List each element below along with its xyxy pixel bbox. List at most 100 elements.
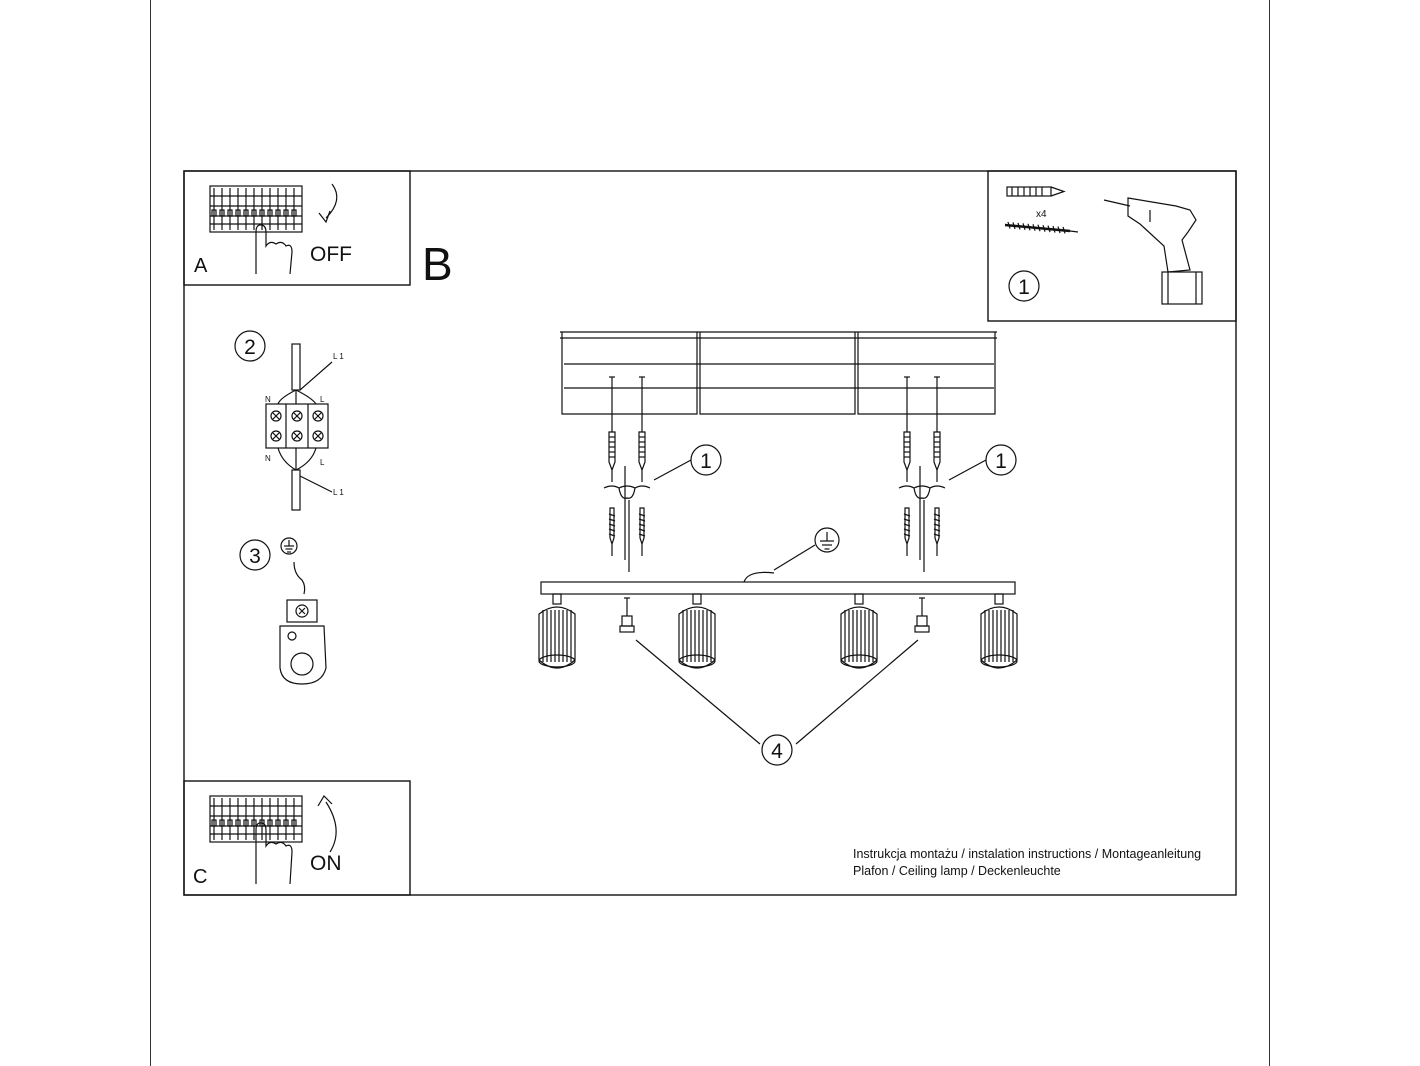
step-number-ground: 3	[249, 545, 261, 568]
spotlight-body	[840, 606, 878, 669]
screw-thread	[1027, 223, 1031, 231]
step-number-tools: 1	[1018, 276, 1030, 299]
spotlight	[840, 593, 878, 669]
breaker-toggle	[291, 819, 297, 827]
terminal-screw	[291, 430, 303, 442]
hand-icon-c	[255, 822, 293, 885]
terminal-screw-slot	[293, 412, 301, 420]
spotlight-lens	[538, 654, 576, 668]
spotlight-body	[678, 606, 716, 669]
spotlight	[538, 593, 576, 669]
terminal-block	[265, 403, 329, 449]
terminal-screw	[270, 410, 282, 422]
step-badge-wiring	[234, 330, 266, 362]
spotlight-body	[980, 606, 1018, 669]
screw-thread	[608, 523, 616, 527]
tools-panel-frame	[987, 170, 1237, 322]
page-margin-right	[1269, 0, 1270, 1066]
breaker-toggle	[219, 209, 225, 217]
screw-thread	[903, 523, 911, 527]
screw-thread	[1032, 224, 1036, 231]
screw-thread	[1057, 226, 1061, 234]
label-n-bottom: N	[265, 454, 271, 463]
breaker-toggle	[235, 209, 241, 217]
breaker-toggle	[235, 819, 241, 827]
spotlight-joint	[692, 593, 702, 605]
breaker-toggle	[283, 209, 289, 217]
terminal-screw-slot	[293, 432, 301, 440]
on-label: ON	[310, 852, 342, 875]
page-margin-left	[150, 0, 151, 1066]
wiring-diagram: 2 L 1 N L N L L 1	[234, 330, 344, 511]
bar-screw-head	[916, 615, 928, 627]
step-number-left: 1	[700, 450, 712, 473]
terminal-screw	[270, 430, 282, 442]
panel-b-letter: B	[422, 238, 453, 290]
terminal-screw-slot	[314, 432, 322, 440]
screw-thread	[1012, 222, 1016, 230]
spotlight	[678, 593, 716, 669]
label-l-top: L	[320, 395, 325, 404]
step-number-bottom: 4	[771, 740, 783, 763]
label-n-top: N	[265, 395, 271, 404]
wall-plug-icon	[1006, 186, 1066, 197]
screw-thread	[933, 528, 941, 532]
screw-thread	[638, 533, 646, 537]
ground-terminal-icon	[279, 599, 327, 685]
spotlight-body	[538, 606, 576, 669]
label-l1-bottom: L 1	[333, 488, 344, 497]
mounting-bracket	[603, 485, 651, 499]
caption-line-1: Instrukcja montażu / instalation instruc…	[853, 847, 1202, 861]
assembly-diagram: 1 1 4	[538, 331, 1018, 766]
panel-c: C ON	[183, 780, 411, 896]
spotlight-joint	[854, 593, 864, 605]
step-badge-ground	[239, 539, 271, 571]
mounting-screw	[609, 507, 615, 546]
ceiling-section	[560, 331, 997, 415]
terminal-screw-slot	[272, 432, 280, 440]
ground-connection: 3	[239, 537, 327, 685]
breaker-toggle	[243, 819, 249, 827]
off-label: OFF	[310, 243, 352, 266]
terminal-screw-slot	[272, 412, 280, 420]
spotlight-joint	[552, 593, 562, 605]
ground-symbol-icon	[280, 537, 298, 555]
label-l1-top: L 1	[333, 352, 344, 361]
breaker-box-icon	[209, 185, 303, 233]
bracket-top	[913, 485, 931, 489]
lamp-bar	[540, 581, 1016, 595]
wall-plug	[638, 431, 646, 472]
breaker-toggle	[243, 209, 249, 217]
mounting-bracket	[898, 485, 946, 499]
screw-thread	[638, 518, 646, 522]
step-number-right: 1	[995, 450, 1007, 473]
quantity-label: x4	[1036, 209, 1047, 220]
mounting-screw	[639, 507, 645, 546]
mounting-screw	[904, 507, 910, 546]
breaker-toggle	[291, 209, 297, 217]
ground-symbol-bar-icon	[814, 527, 840, 553]
screw-thread	[903, 518, 911, 522]
breaker-toggle	[283, 819, 289, 827]
screw-thread	[608, 528, 616, 532]
screw-thread	[608, 533, 616, 537]
arrow-down-icon	[325, 183, 338, 219]
breaker-toggle	[251, 209, 257, 217]
spotlight	[980, 593, 1018, 669]
panel-a: A OFF	[183, 170, 411, 286]
screw-thread	[1042, 224, 1046, 232]
screw-thread	[903, 533, 911, 537]
screw-thread	[1037, 224, 1041, 232]
spotlight-joint	[994, 593, 1004, 605]
bar-screw-cap	[914, 625, 930, 633]
panel-a-letter: A	[194, 255, 208, 277]
screw-thread	[638, 523, 646, 527]
terminal-screw-slot	[314, 412, 322, 420]
panel-c-frame	[183, 780, 411, 896]
outer-frame	[183, 170, 1237, 896]
hand-icon	[255, 224, 293, 275]
screw-thread	[933, 513, 941, 517]
step-badge-bottom	[761, 734, 793, 766]
panel-c-letter: C	[193, 866, 207, 888]
